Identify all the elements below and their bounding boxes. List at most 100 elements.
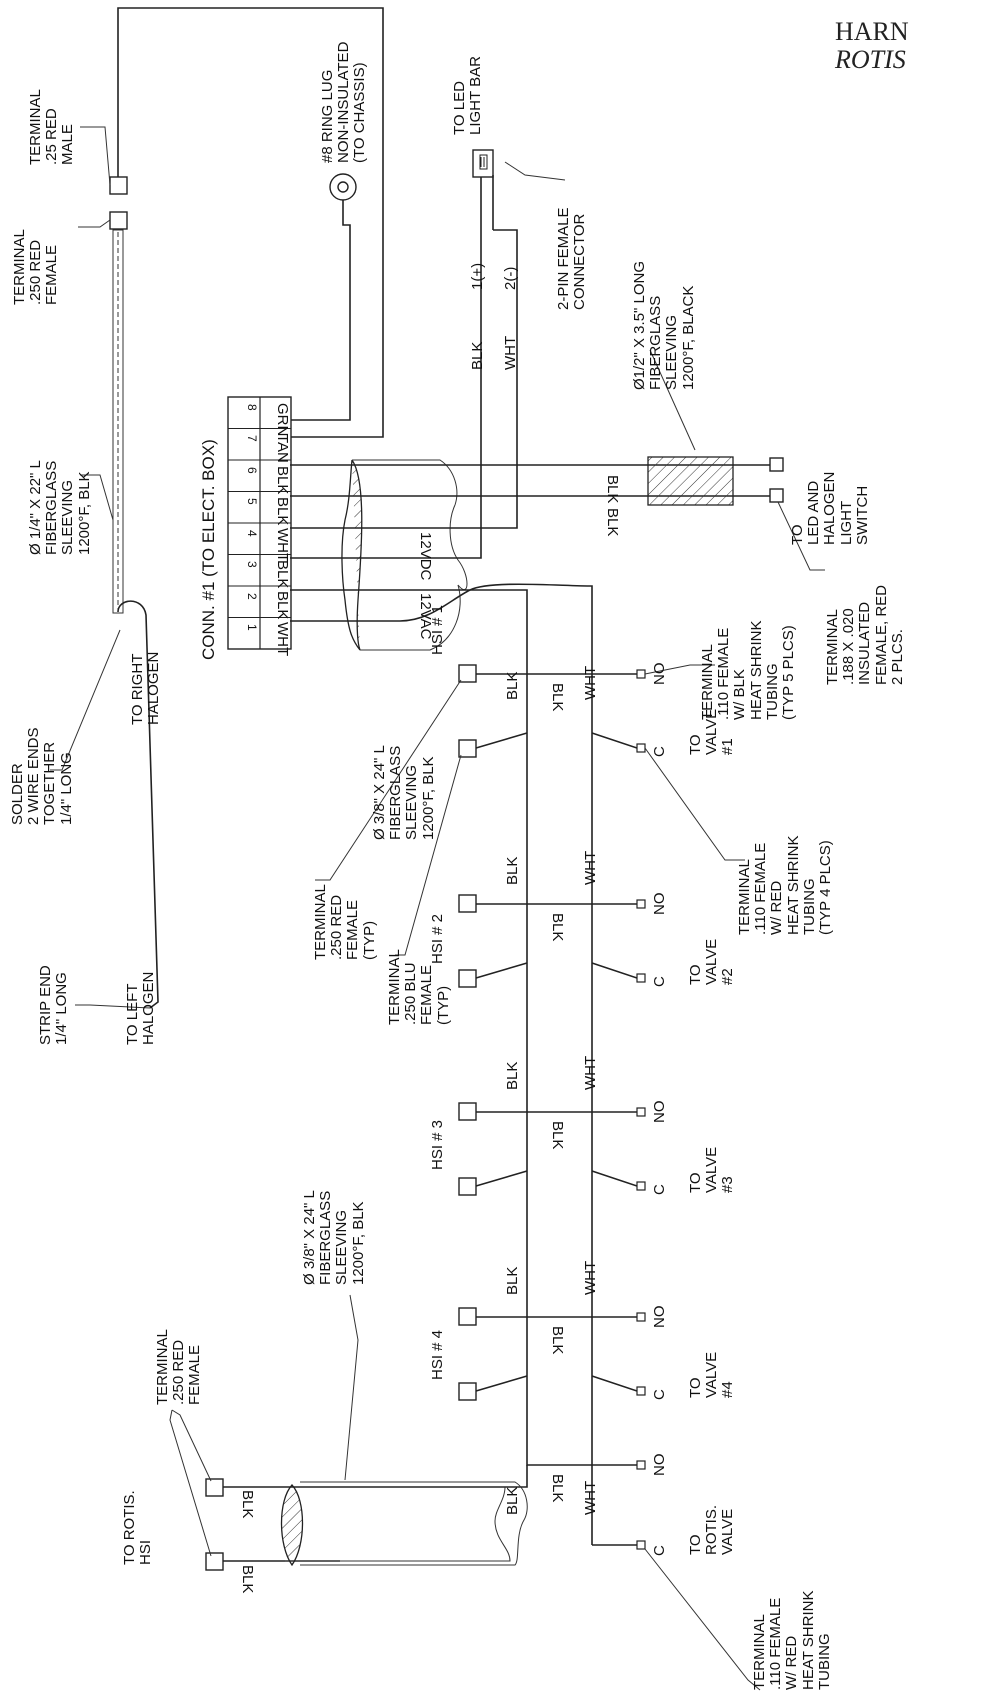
main-sleeve-label: Ø 3/8" X 24" L FIBERGLASS SLEEVING 1200°… xyxy=(371,745,437,840)
term-110-blk-label: TERMINAL .110 FEMALE W/ BLK HEAT SHRINK … xyxy=(699,620,797,720)
switch-terminal-2 xyxy=(769,488,784,503)
wire-blk5-label: BLK xyxy=(274,497,291,526)
terminal-25-male xyxy=(109,176,128,195)
blk-label-switch-2: BLK xyxy=(604,508,621,537)
quarter-inch-sleeve xyxy=(112,229,124,614)
tan-wire xyxy=(117,7,384,438)
pin-1: 1 xyxy=(245,624,259,631)
pin-8: 8 xyxy=(245,404,259,411)
c-label-5: C xyxy=(651,1545,668,1556)
blk-branch-label-5: BLK xyxy=(549,1474,566,1503)
no-label-5: NO xyxy=(651,1453,668,1477)
wht-trunk-label-1: WHT xyxy=(582,665,599,700)
pin3-blk-wire xyxy=(290,175,482,559)
term-250-female-top-label: TERMINAL .250 RED FEMALE xyxy=(11,229,61,305)
term-110-red-label: TERMINAL .110 FEMALE W/ RED HEAT SHRINK … xyxy=(736,835,834,935)
wht-wire-label-led: WHT xyxy=(502,335,519,370)
grn-wire xyxy=(290,200,351,421)
pin2-blk-wire xyxy=(290,589,592,1466)
term-250-red-typ-label: TERMINAL .250 RED FEMALE (TYP) xyxy=(312,884,378,960)
strip-end-label: STRIP END 1/4" LONG xyxy=(37,965,71,1045)
to-left-halogen-label: TO LEFT HALOGEN xyxy=(124,971,158,1045)
blk-trunk-label-2: BLK xyxy=(504,856,521,885)
term-188-label: TERMINAL .188 X .020 INSULATED FEMALE, R… xyxy=(824,584,906,685)
term-25-male-label: TERMINAL .25 RED MALE xyxy=(27,89,77,165)
rotis-terminal-1 xyxy=(205,1478,224,1497)
wire-blk3-label: BLK xyxy=(274,560,291,589)
led-connector xyxy=(472,149,566,230)
term-250-red-rotis-label: TERMINAL .250 RED FEMALE xyxy=(154,1329,204,1405)
wht-trunk-label-4: WHT xyxy=(582,1260,599,1295)
wht-trunk-label-3: WHT xyxy=(582,1055,599,1090)
pin-7: 7 xyxy=(245,435,259,442)
blk-branch-label-3: BLK xyxy=(549,1121,566,1150)
rotis-sleeve-label: Ø 3/8" X 24" L FIBERGLASS SLEEVING 1200°… xyxy=(301,1190,367,1285)
led-neg-wire-label: 2(-) xyxy=(502,266,519,290)
wire-blk6-label: BLK xyxy=(274,466,291,495)
wire-blk2-label: BLK xyxy=(274,591,291,620)
wire-wht1-label: WHT xyxy=(274,622,291,657)
pin-5: 5 xyxy=(245,498,259,505)
no-label-2: NO xyxy=(651,892,668,916)
blk-label-switch-1: BLK xyxy=(604,475,621,504)
c-label-3: C xyxy=(651,1184,668,1195)
term-110-red-rotis-label: TERMINAL .110 FEMALE W/ RED HEAT SHRINK … xyxy=(751,1590,833,1690)
rotis-section xyxy=(169,1294,761,1691)
main-sleeve xyxy=(341,459,468,651)
wire-tan-label: TAN xyxy=(274,434,291,463)
title-line-1: HARN xyxy=(835,17,909,46)
wire-grn-label: GRN xyxy=(274,403,291,437)
ring-lug xyxy=(290,173,357,421)
hsi-1-label: HSI # 1 xyxy=(429,604,446,655)
half-sleeve-label: Ø1/2" X 3.5" LONG FIBERGLASS SLEEVING 12… xyxy=(631,260,697,390)
title-line-2: ROTIS xyxy=(835,45,906,74)
c-label-2: C xyxy=(651,976,668,987)
blk-rotis-label-1: BLK xyxy=(239,1490,256,1519)
to-rotis-hsi-label: TO ROTIS. HSI xyxy=(121,1490,155,1565)
led-switch-label: TO LED AND HALOGEN LIGHT SWITCH xyxy=(789,471,871,545)
pin1-wht-wire xyxy=(290,583,593,1545)
solder-label: SOLDER 2 WIRE ENDS TOGETHER 1/4" LONG xyxy=(9,727,75,825)
pin-6: 6 xyxy=(245,467,259,474)
rotis-terminal-2 xyxy=(205,1552,224,1571)
hsi-4-label: HSI # 4 xyxy=(429,1329,446,1380)
valve-3-label: TO VALVE #3 xyxy=(687,1146,737,1193)
switch-sleeve xyxy=(647,349,825,571)
12vdc-label: 12VDC xyxy=(417,532,434,581)
connector-wires xyxy=(290,175,770,1545)
ring-lug-inner xyxy=(337,181,349,193)
to-right-halogen-label: TO RIGHT HALOGEN xyxy=(129,651,163,725)
blk-trunk-label-1: BLK xyxy=(504,671,521,700)
no-label-4: NO xyxy=(651,1305,668,1329)
c-label-4: C xyxy=(651,1389,668,1400)
terminal-250-female xyxy=(109,211,128,230)
blk-wire-label-led: BLK xyxy=(469,341,486,370)
quarter-sleeve-label: Ø 1/4" X 22" L FIBERGLASS SLEEVING 1200°… xyxy=(27,460,93,555)
blk-branch-label-2: BLK xyxy=(549,913,566,942)
valve-4-label: TO VALVE #4 xyxy=(687,1351,737,1398)
no-label-1: NO xyxy=(651,662,668,686)
halogen-loop xyxy=(117,600,159,1009)
wht-trunk-label-2: WHT xyxy=(582,850,599,885)
ring-lug-label: #8 RING LUG NON-INSULATED (TO CHASSIS) xyxy=(319,41,369,163)
blk-rotis-label-2: BLK xyxy=(239,1565,256,1594)
halogen-harness xyxy=(50,7,384,1009)
blk-branch-label-1: BLK xyxy=(549,683,566,712)
connector-block xyxy=(227,396,292,650)
c-label-1: C xyxy=(651,746,668,757)
led-pos-wire-label: 1(+) xyxy=(469,262,486,290)
blk-trunk-label-3: BLK xyxy=(504,1061,521,1090)
valve-2-label: TO VALVE #2 xyxy=(687,938,737,985)
connector-label: CONN. #1 (TO ELECT. BOX) xyxy=(199,439,218,660)
wht-trunk-label-5: WHT xyxy=(582,1480,599,1515)
pin-connector-label: 2-PIN FEMALE CONNECTOR xyxy=(555,207,589,310)
blk-trunk-label-4: BLK xyxy=(504,1266,521,1295)
pin-4: 4 xyxy=(245,530,259,537)
blk-trunk-label-5: BLK xyxy=(504,1486,521,1515)
term-250-blu-typ-label: TERMINAL .250 BLU FEMALE (TYP) xyxy=(386,949,452,1025)
wire-wht4-label: WHT xyxy=(274,528,291,563)
pin-3: 3 xyxy=(245,561,259,568)
branches xyxy=(315,664,745,1401)
led-bar-label: TO LED LIGHT BAR xyxy=(451,56,485,135)
